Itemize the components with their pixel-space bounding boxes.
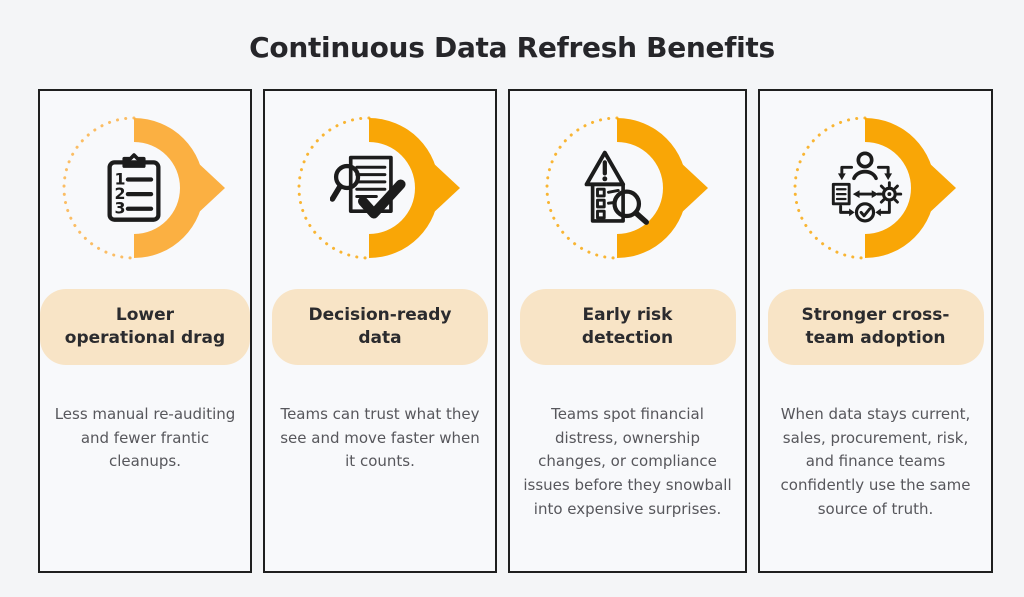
card-early-risk-detection: Early risk detection Teams spot financia…: [508, 89, 747, 573]
svg-text:1: 1: [115, 169, 126, 188]
decorative-ring: [294, 112, 466, 264]
arc-arrow-decoration: [62, 116, 225, 260]
svg-text:3: 3: [115, 199, 126, 218]
title-pill-slot: Stronger cross-team adoption: [767, 264, 984, 390]
title-pill-slot: Lower operational drag: [40, 264, 250, 390]
card-stronger-cross-team-adoption: Stronger cross-team adoption When data s…: [758, 89, 993, 573]
arc-arrow-decoration: [297, 116, 460, 260]
arc-arrow-decoration: [793, 116, 956, 260]
decorative-ring: [542, 112, 714, 264]
title-pill-slot: Early risk detection: [519, 264, 736, 390]
cross-team-workflow-icon: [831, 151, 902, 223]
card-description: When data stays current, sales, procurem…: [780, 405, 971, 518]
card-title: Early risk detection: [519, 288, 736, 366]
card-description: Less manual re-auditing and fewer franti…: [54, 405, 236, 471]
page-title: Continuous Data Refresh Benefits: [249, 31, 775, 64]
benefit-cards-row: 1 2 3 Lower operational drag Less manual…: [38, 89, 1024, 573]
card-lower-operational-drag: 1 2 3 Lower operational drag Less manual…: [38, 89, 252, 573]
svg-text:2: 2: [115, 184, 126, 203]
document-review-check-icon: [330, 155, 406, 219]
risk-alert-magnifier-icon: [584, 150, 649, 225]
title-pill-slot: Decision-ready data: [272, 264, 488, 390]
card-description: Teams spot financial distress, ownership…: [523, 405, 732, 518]
card-description: Teams can trust what they see and move f…: [280, 405, 480, 471]
card-title: Decision-ready data: [272, 288, 488, 366]
card-title: Stronger cross-team adoption: [767, 288, 984, 366]
card-decision-ready-data: Decision-ready data Teams can trust what…: [263, 89, 497, 573]
arc-arrow-decoration: [545, 116, 708, 260]
card-title: Lower operational drag: [40, 288, 250, 366]
clipboard-numbered-list-icon: 1 2 3: [107, 153, 161, 222]
decorative-ring: 1 2 3: [59, 112, 231, 264]
decorative-ring: [790, 112, 962, 264]
